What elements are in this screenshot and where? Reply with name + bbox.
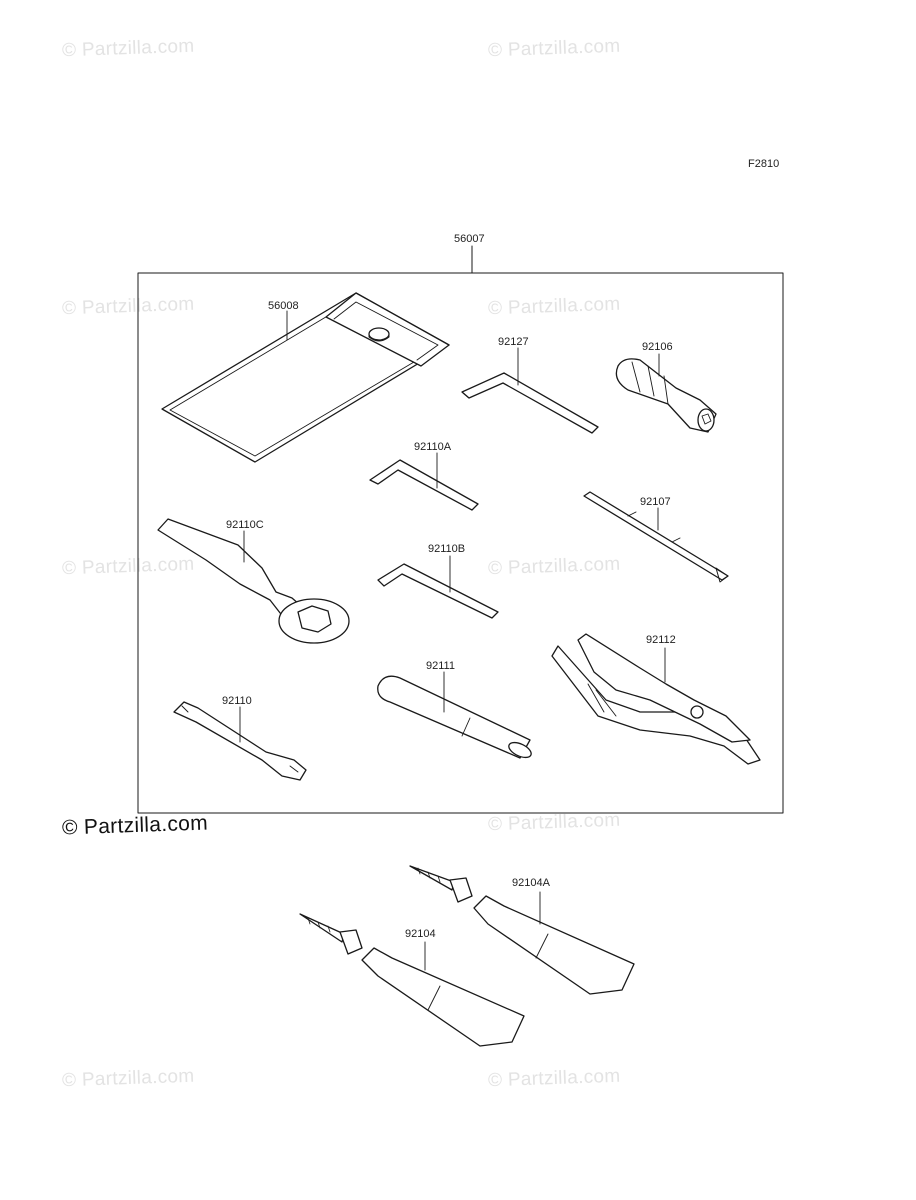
kit-part-number: 56007	[454, 233, 485, 245]
screwdriver-bit-drawing	[583, 491, 729, 583]
part-label-screwdriver-handle: 92106	[642, 341, 673, 353]
part-label-pliers: 92112	[646, 634, 676, 646]
open-end-wrench-drawing	[173, 701, 307, 781]
grease-tube-a-drawing	[409, 865, 635, 995]
part-label-hex-wrench-large: 92127	[498, 336, 529, 348]
screwdriver-handle-drawing	[615, 353, 717, 433]
extension-bar-drawing	[377, 671, 532, 759]
part-label-extension-bar: 92111	[426, 660, 455, 672]
ring-wrench-drawing	[157, 518, 350, 644]
kit-frame	[137, 272, 784, 814]
part-label-grease-tube-b: 92104	[405, 928, 436, 940]
part-label-grease-tube-a: 92104A	[512, 877, 550, 889]
tool-pouch-drawing	[161, 292, 450, 463]
figure-id: F2810	[748, 158, 780, 170]
part-label-tool-pouch: 56008	[268, 300, 299, 312]
hex-wrench-large-drawing	[461, 347, 599, 434]
pliers-drawing	[551, 633, 761, 765]
hex-wrench-medium-drawing	[369, 452, 479, 511]
part-label-open-end-wrench: 92110	[222, 695, 252, 707]
part-label-hex-wrench-medium: 92110A	[414, 441, 452, 453]
part-label-hex-wrench-small: 92110B	[428, 543, 466, 555]
part-label-ring-wrench: 92110C	[226, 519, 264, 531]
part-label-screwdriver-bit: 92107	[640, 496, 671, 508]
hex-wrench-small-drawing	[377, 555, 499, 619]
grease-tube-b-drawing	[299, 913, 525, 1047]
